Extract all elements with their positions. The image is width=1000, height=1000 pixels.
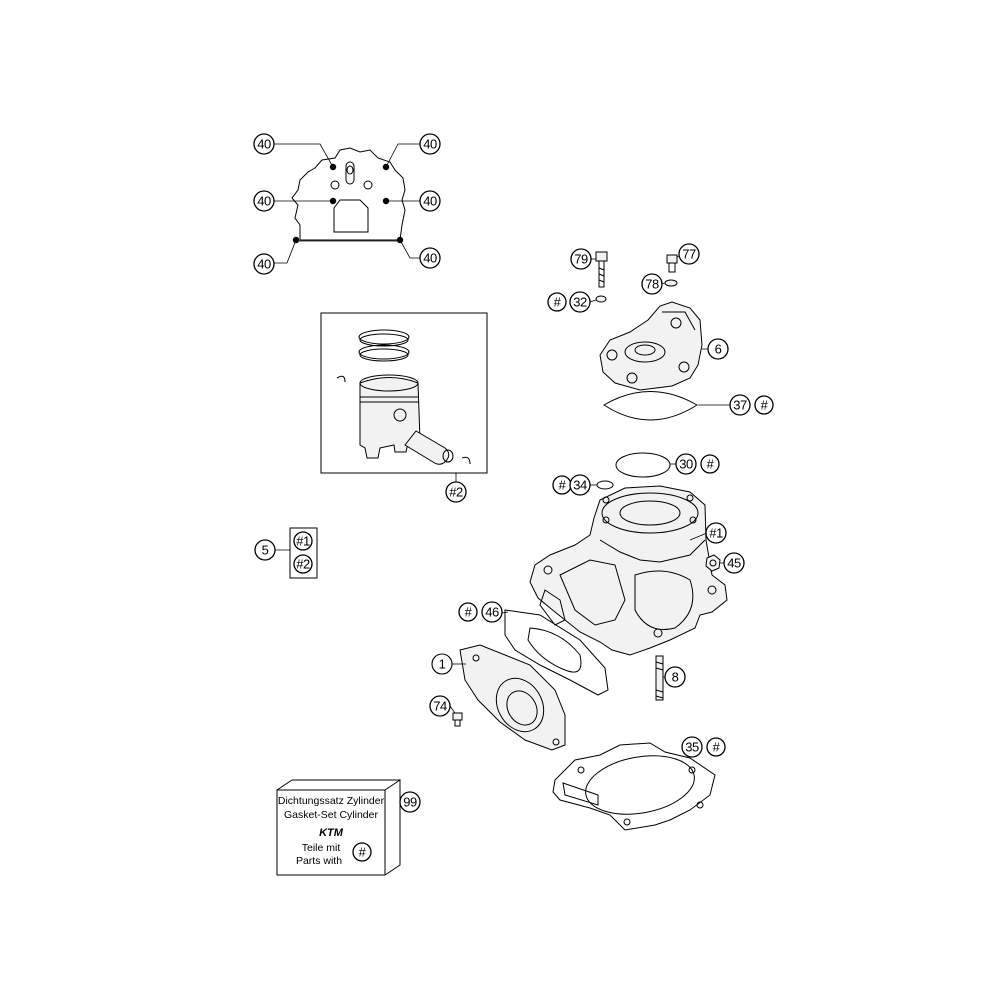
callout-6[interactable]: 6 [707,338,729,360]
callout-1[interactable]: 1 [431,653,453,675]
flange-screw [449,705,463,727]
svg-text:45: 45 [727,556,741,571]
callout-45[interactable]: 45 [723,552,745,574]
cylinder-body [529,485,728,656]
callout-34[interactable]: 34 [569,474,591,496]
svg-text:77: 77 [682,247,696,262]
svg-text:40: 40 [423,137,437,152]
gasket-box-line-2: Gasket-Set Cylinder [284,809,378,821]
callout-40-f[interactable]: 40 [419,247,441,269]
callout-piston-set[interactable]: #2 [445,481,467,503]
callout-99[interactable]: 99 [399,791,421,813]
cylinder-base-gasket-outline [291,147,406,242]
small-o-ring [588,480,614,490]
svg-text:#: # [465,605,473,620]
svg-text:35: 35 [685,740,699,755]
intake-gasket [501,609,609,696]
cylinder-head-bolt [589,251,608,303]
head-o-ring [603,391,730,421]
svg-text:99: 99 [403,795,417,810]
callout-gasket-marker[interactable]: # [352,842,372,862]
svg-text:40: 40 [257,257,271,272]
callout-46[interactable]: 46 [481,601,503,623]
svg-text:79: 79 [574,252,588,267]
svg-text:40: 40 [257,137,271,152]
piston-kit-box [320,312,488,483]
callout-40-d[interactable]: 40 [419,190,441,212]
svg-text:#: # [559,478,567,493]
callout-34-marker[interactable]: # [552,475,572,495]
gasket-set-box: Dichtungssatz Zylinder Gasket-Set Cylind… [276,779,401,876]
callout-5[interactable]: 5 [254,539,276,561]
callout-5-sub-2[interactable]: #2 [293,554,313,574]
svg-text:8: 8 [672,670,679,685]
svg-text:1: 1 [439,657,446,672]
cylinder-head [599,301,708,391]
gasket-box-line-3: Teile mit [302,842,341,854]
svg-text:40: 40 [423,194,437,209]
callout-30[interactable]: 30 [675,453,697,475]
callout-5-sub-1[interactable]: #1 [293,531,313,551]
callout-32[interactable]: 32 [569,291,591,313]
gasket-box-line-4: Parts with [296,855,342,867]
head-gasket-ring [615,452,677,478]
callout-40-b[interactable]: 40 [419,133,441,155]
svg-text:37: 37 [733,398,747,413]
gasket-box-line-1: Dichtungssatz Zylinder [278,795,385,807]
svg-text:#1: #1 [296,534,310,549]
gasket-dots [292,163,404,244]
item-5-group [273,527,318,579]
svg-text:5: 5 [262,543,269,558]
cylinder-base-gasket [552,742,716,831]
callout-46-marker[interactable]: # [458,602,478,622]
svg-text:46: 46 [485,605,499,620]
svg-text:74: 74 [433,699,447,714]
callout-74[interactable]: 74 [429,695,451,717]
callout-cylinder[interactable]: #1 [705,522,727,544]
callout-77[interactable]: 77 [678,243,700,265]
svg-text:30: 30 [679,457,693,472]
callout-32-marker[interactable]: # [547,292,567,312]
callout-37-marker[interactable]: # [754,395,774,415]
svg-text:#1: #1 [709,526,723,541]
gasket-leaders [274,143,421,264]
callout-37[interactable]: 37 [729,394,751,416]
callout-30-marker[interactable]: # [700,454,720,474]
svg-text:#: # [554,295,562,310]
small-bolt [660,254,685,287]
callout-40-a[interactable]: 40 [253,133,275,155]
intake-flange [452,644,566,751]
svg-text:#: # [713,740,721,755]
svg-text:32: 32 [573,295,587,310]
svg-text:#2: #2 [296,557,310,572]
svg-text:#2: #2 [449,485,463,500]
svg-text:#: # [761,398,769,413]
callout-78[interactable]: 78 [641,273,663,295]
callout-35[interactable]: 35 [681,736,703,758]
svg-text:40: 40 [423,251,437,266]
callout-79[interactable]: 79 [570,248,592,270]
svg-text:34: 34 [573,478,587,493]
callout-35-marker[interactable]: # [706,737,726,757]
svg-text:78: 78 [645,277,659,292]
svg-text:6: 6 [715,342,722,357]
callout-8[interactable]: 8 [664,666,686,688]
callout-40-e[interactable]: 40 [253,253,275,275]
ktm-logo: KTM [319,827,344,839]
callout-40-c[interactable]: 40 [253,190,275,212]
svg-text:40: 40 [257,194,271,209]
cylinder-nut [705,554,724,572]
cylinder-stud [655,655,665,701]
svg-text:#: # [707,457,715,472]
svg-text:#: # [359,845,367,860]
